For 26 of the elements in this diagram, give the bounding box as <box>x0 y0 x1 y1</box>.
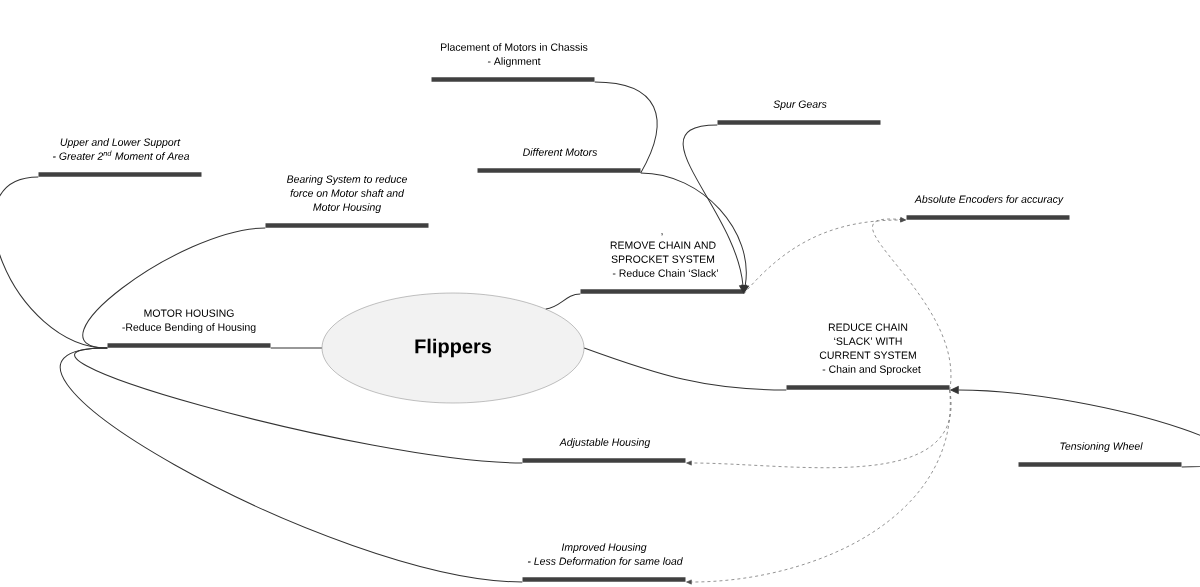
arrow <box>683 124 747 294</box>
connector-line <box>59 347 523 583</box>
dashed-arrow <box>686 389 951 468</box>
arrow <box>950 386 1200 468</box>
connector-line <box>583 347 787 391</box>
topic-branch: Placement of Motors in Chassis - Alignment <box>431 43 595 82</box>
topic-branch: Spur Gears <box>717 100 881 125</box>
topic-branch: Tensioning Wheel <box>1018 442 1182 467</box>
connector-line <box>82 227 266 349</box>
dashed-arrow <box>686 389 950 585</box>
connector-line <box>545 293 581 310</box>
topic-branch: Improved Housing - Less Deformation for same load <box>522 543 686 582</box>
arrow <box>640 172 749 294</box>
connector-line <box>270 347 323 349</box>
topic-branch: Adjustable Housing <box>522 438 686 463</box>
topic-branch: ’ REMOVE CHAIN AND SPROCKET SYSTEM - Reduce Chain ‘Slack’ <box>580 233 744 294</box>
topic-branch: REDUCE CHAIN ‘SLACK’ WITH CURRENT SYSTEM - Chain and Sprocket <box>786 323 950 390</box>
connector-line <box>594 81 658 174</box>
dashed-arrow <box>872 217 951 391</box>
topic-branch: Absolute Encoders for accuracy <box>906 195 1070 220</box>
dashed-arrow <box>743 217 906 295</box>
topic-branch: Different Motors <box>477 148 641 173</box>
topic-branch: MOTOR HOUSING -Reduce Bending of Housing <box>107 309 271 348</box>
topic-branch: Bearing System to reduce force on Motor shaft and Motor Housing <box>265 175 429 228</box>
topic-branch: Upper and Lower Support - Greater 2$^{nd}$ Moment of Area <box>38 138 202 177</box>
connector-line <box>74 347 523 464</box>
